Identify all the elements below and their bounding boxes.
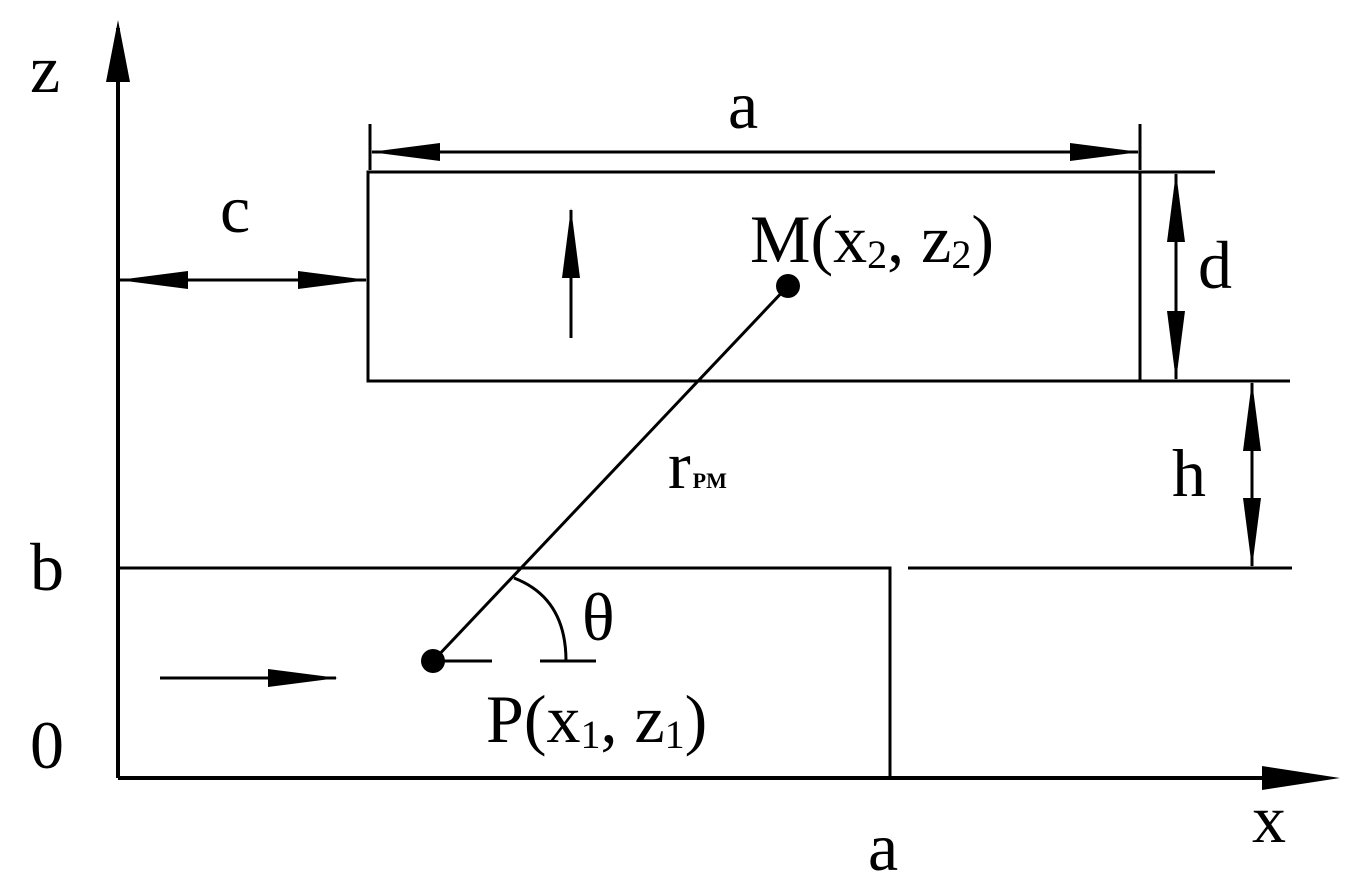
point-p-label: P(x1, z1) [486,681,707,757]
a-bottom-label: a [868,809,898,885]
theta-angle-arc [513,576,568,662]
z-axis-arrowhead [106,20,130,82]
point-m [776,274,800,298]
point-m-label: M(x2, z2) [750,201,994,277]
origin-label: 0 [30,707,64,783]
dim-a-top-label: a [728,67,758,143]
x-axis-label: x [1252,781,1286,857]
upper-magnet [366,170,1142,383]
dim-c-label: c [220,171,250,247]
b-label: b [30,529,64,605]
x-axis-arrowhead [1262,766,1340,790]
dim-d-label: d [1198,227,1232,303]
z-axis-label: z [30,31,60,107]
dim-h-label: h [1172,435,1206,511]
theta-label: θ [582,579,615,655]
lower-magnet [118,566,892,778]
distance-label: rPM [668,427,727,503]
distance-line-rpm [431,284,790,663]
point-p [421,649,445,673]
